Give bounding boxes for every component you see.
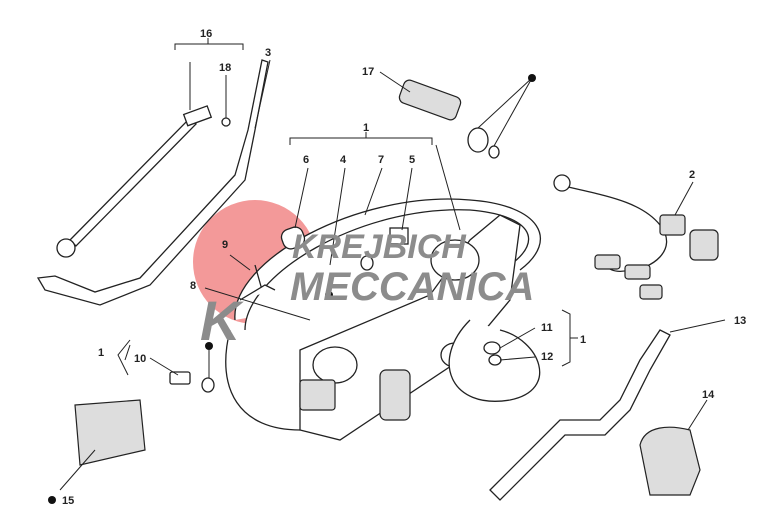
callout-5: 5	[409, 154, 415, 166]
callout-2: 2	[689, 169, 695, 181]
wiring-harness	[553, 174, 719, 300]
callout-4: 4	[340, 154, 347, 166]
callout-3: 3	[265, 47, 271, 59]
callout-1-top: 1	[363, 122, 369, 134]
small-parts	[169, 264, 276, 393]
callout-10: 10	[134, 353, 146, 365]
callout-11: 11	[541, 322, 553, 334]
leader-lines	[59, 38, 726, 491]
callout-14: 14	[702, 389, 715, 401]
callout-8: 8	[190, 280, 196, 292]
watermark-line1: KREJBICH	[292, 228, 467, 266]
fuel-injector	[398, 79, 500, 159]
callout-16: 16	[200, 28, 212, 40]
callout-1-right: 1	[580, 334, 586, 346]
callout-18: 18	[219, 62, 231, 74]
callout-6: 6	[303, 154, 309, 166]
watermark: K KREJBICH MECCANICA	[200, 228, 534, 352]
throttle-bracket	[36, 59, 269, 306]
callout-9: 9	[222, 239, 228, 251]
callout-1-left: 1	[98, 347, 104, 359]
watermark-line2: MECCANICA	[290, 265, 534, 309]
bullets	[48, 74, 536, 504]
callout-7: 7	[378, 154, 384, 166]
gasket-kit	[74, 399, 146, 466]
linkage-rod	[56, 105, 231, 258]
throttle-body	[299, 214, 541, 441]
callout-12: 12	[541, 351, 553, 363]
mounting-bracket	[489, 329, 671, 501]
callout-13: 13	[734, 315, 746, 327]
watermark-logo-letter: K	[200, 289, 244, 352]
callout-17: 17	[362, 66, 374, 78]
sensor-cover	[639, 426, 701, 496]
callout-15: 15	[62, 495, 74, 507]
